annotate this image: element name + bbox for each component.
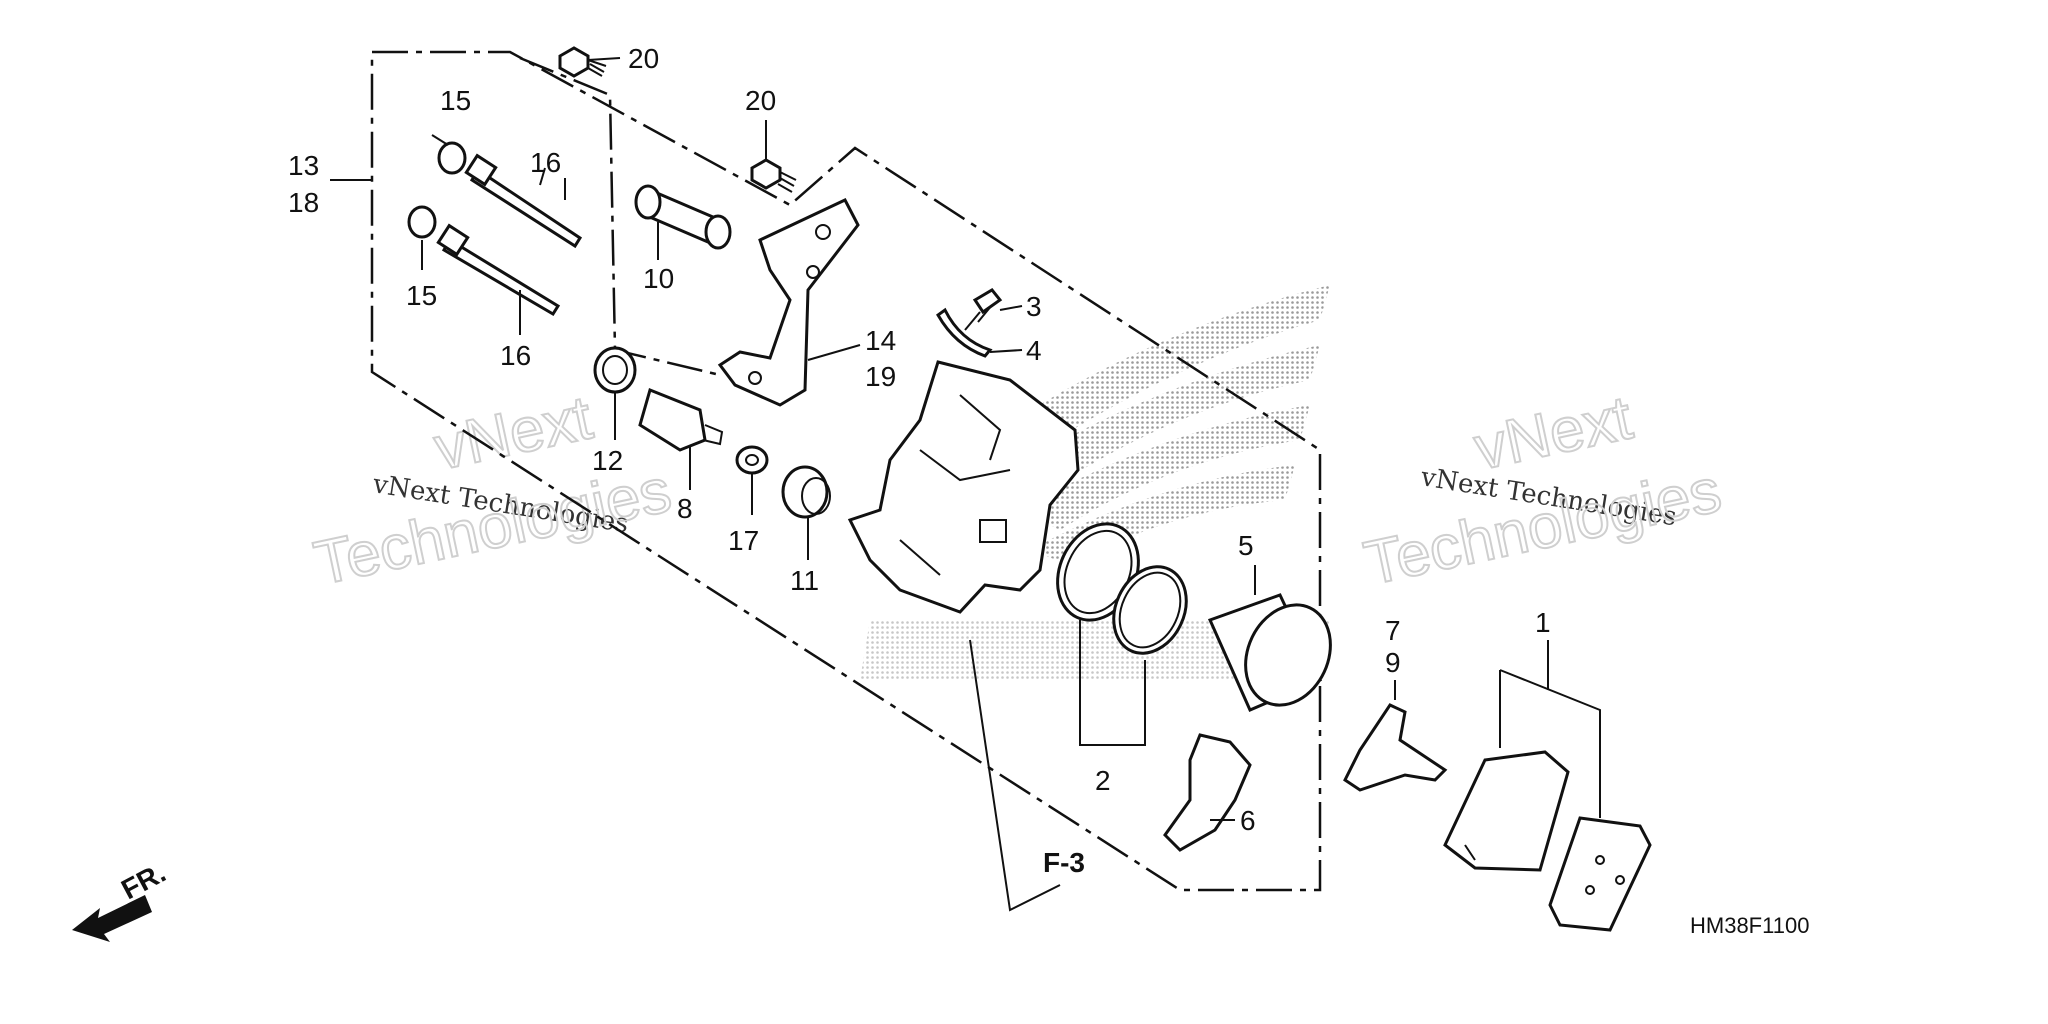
front-direction-label: FR. <box>116 857 170 906</box>
caliper-bracket-14-19 <box>717 198 860 407</box>
watermark-right: vNext Technologies vNext Technologies <box>1358 382 1728 599</box>
watermark-big-text-2: Technologies <box>309 456 677 599</box>
callout-15-top: 15 <box>440 85 471 116</box>
cap-15-bottom <box>407 205 437 239</box>
brake-pad-1-front <box>1443 750 1570 872</box>
callout-5: 5 <box>1238 530 1254 561</box>
callout-19: 19 <box>865 361 896 392</box>
callout-13: 13 <box>288 150 319 181</box>
callout-16-bottom: 16 <box>500 340 531 371</box>
callout-9: 9 <box>1385 647 1401 678</box>
watermark-left: vNext Technologies vNext Technologies <box>308 382 678 599</box>
callout-14: 14 <box>865 325 896 356</box>
sleeve-10 <box>634 184 732 250</box>
pin-16-top <box>464 153 583 249</box>
callout-20-top: 20 <box>628 43 659 74</box>
front-direction-arrow-icon <box>72 895 152 942</box>
caliper-body <box>847 360 1080 614</box>
cap-15-top <box>437 141 467 175</box>
callout-18: 18 <box>288 187 319 218</box>
pad-retainer-7-9 <box>1343 703 1448 792</box>
callout-1: 1 <box>1535 607 1551 638</box>
callout-12: 12 <box>592 445 623 476</box>
diagram-code: HM38F1100 <box>1690 913 1809 938</box>
callout-2: 2 <box>1095 765 1111 796</box>
bleeder-valve-3 <box>964 288 1003 331</box>
piston-5 <box>1207 593 1332 712</box>
callout-3: 3 <box>1026 291 1042 322</box>
watermark-big-text-1: vNext <box>429 383 598 483</box>
watermark-big-text-2: Technologies <box>1359 456 1727 599</box>
callout-7: 7 <box>1385 615 1401 646</box>
bolt-20-top <box>558 46 607 78</box>
callout-4: 4 <box>1026 335 1042 366</box>
callout-15-bottom: 15 <box>406 280 437 311</box>
pin-8 <box>638 387 724 452</box>
callout-17: 17 <box>728 525 759 556</box>
brake-pad-1-back <box>1548 816 1652 932</box>
pin-16-bottom <box>436 223 561 317</box>
reference-label: F-3 <box>1043 847 1085 878</box>
callout-16-top: 16 <box>530 147 561 178</box>
assembly-boundary <box>370 50 1322 892</box>
callout-8: 8 <box>677 493 693 524</box>
honda-wing-watermark <box>860 285 1330 680</box>
callout-11: 11 <box>790 565 819 596</box>
callout-6: 6 <box>1240 805 1256 836</box>
leader-lines <box>330 57 1601 912</box>
bleeder-cap-4 <box>936 307 993 358</box>
pad-spring-6 <box>1163 733 1252 852</box>
boot-11 <box>781 465 831 519</box>
piston-seal-2 <box>1056 522 1188 655</box>
washer-17 <box>735 445 769 475</box>
callouts: 1 2 3 4 5 6 7 9 8 10 11 12 13 18 14 19 1… <box>288 43 1551 836</box>
callout-20-mid: 20 <box>745 85 776 116</box>
watermark-big-text-1: vNext <box>1469 383 1638 483</box>
seal-12 <box>593 346 637 394</box>
caliper-bracket-boundary <box>519 56 721 377</box>
callout-10: 10 <box>643 263 674 294</box>
